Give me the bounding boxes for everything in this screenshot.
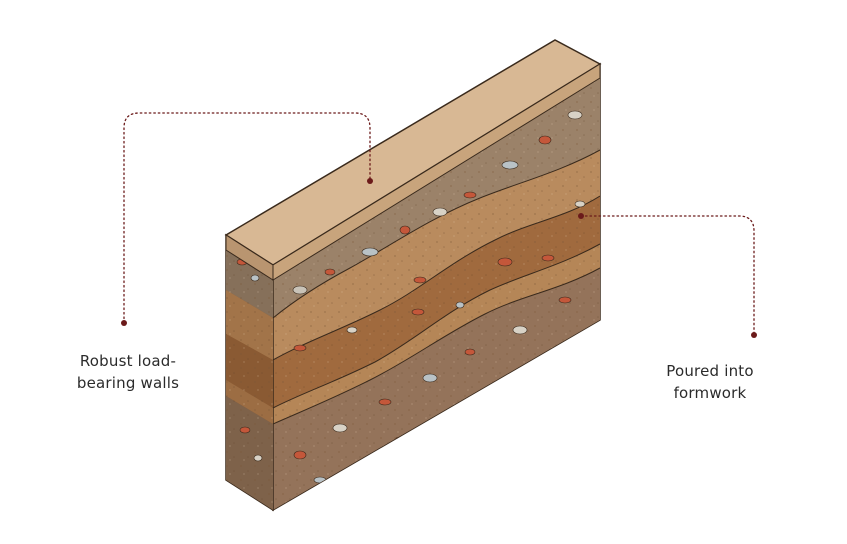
leader-left <box>121 112 373 326</box>
callout-right-line2: formwork <box>673 384 747 402</box>
leader-right-end-dot <box>751 332 757 338</box>
callout-load-bearing-walls: Robust load- bearing walls <box>58 350 198 394</box>
callout-right-line1: Poured into <box>666 362 754 380</box>
callout-left-line1: Robust load- <box>79 352 177 370</box>
leader-left-end-dot <box>121 320 127 326</box>
callout-left-line2: bearing walls <box>76 374 180 392</box>
leader-left-anchor-dot <box>367 178 373 184</box>
leader-right <box>578 213 757 338</box>
aggregate-stones <box>292 110 586 484</box>
callout-poured-into-formwork: Poured into formwork <box>640 360 780 404</box>
leader-right-anchor-dot <box>578 213 584 219</box>
